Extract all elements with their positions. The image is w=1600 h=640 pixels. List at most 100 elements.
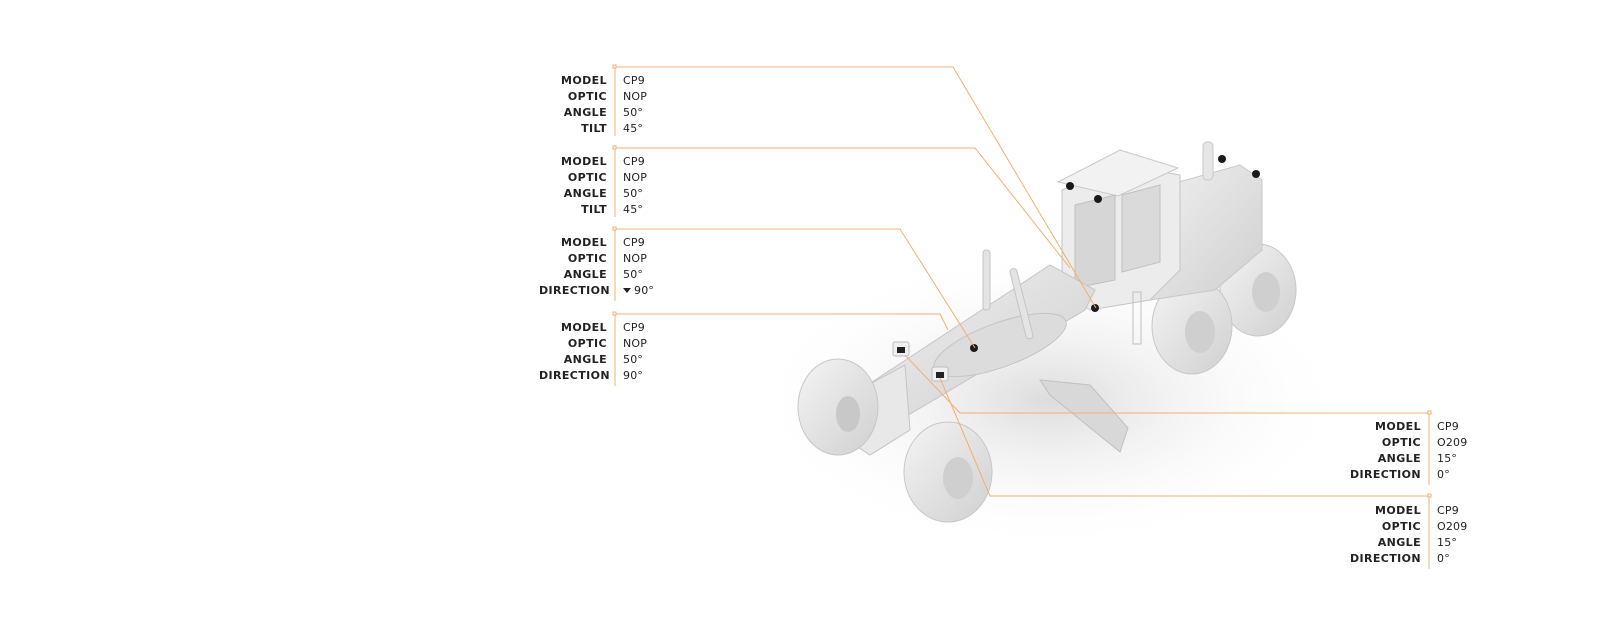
spec-row: OPTIC NOP [539, 170, 647, 186]
spec-row: MODEL CP9 [1345, 503, 1467, 519]
spec-label: ANGLE [563, 106, 607, 119]
spec-row: ANGLE 50° [539, 186, 647, 202]
exhaust-stack [1202, 141, 1214, 181]
spec-label: ANGLE [1377, 452, 1421, 465]
spec-value: NOP [623, 252, 648, 265]
front-wheel-right [903, 421, 993, 523]
spec-row: MODEL CP9 [539, 235, 654, 251]
spec-label: MODEL [561, 155, 607, 168]
spec-label: TILT [581, 122, 607, 135]
sensor-cameras [892, 155, 1260, 382]
spec-label: ANGLE [563, 187, 607, 200]
callout-5: MODEL CP9 OPTIC O209 ANGLE 15° DIRECTION 0° [1345, 419, 1467, 483]
spec-value: NOP [623, 337, 648, 350]
sensor-engine-1 [1218, 155, 1226, 163]
spec-value: 45° [623, 122, 644, 135]
leader-line-5 [904, 354, 1429, 414]
spec-label: TILT [581, 203, 607, 216]
spec-value: NOP [623, 171, 648, 184]
spec-value: 90° [623, 369, 644, 382]
spec-label: OPTIC [567, 90, 607, 103]
spec-value: 0° [1437, 552, 1450, 565]
lift-cylinder-left [982, 249, 991, 311]
spec-value: O209 [1437, 436, 1468, 449]
spec-row: TILT 45° [539, 121, 647, 137]
spec-label: MODEL [1375, 504, 1421, 517]
spec-label: OPTIC [567, 337, 607, 350]
spec-row: ANGLE 15° [1345, 451, 1467, 467]
spec-label: OPTIC [1381, 520, 1421, 533]
leader-lines [614, 66, 1430, 569]
spec-row: OPTIC O209 [1345, 519, 1467, 535]
spec-label: DIRECTION [1349, 468, 1421, 481]
spec-value: 50° [623, 268, 644, 281]
spec-value: 50° [623, 187, 644, 200]
spec-label: OPTIC [567, 252, 607, 265]
leader-line-6 [939, 377, 1429, 497]
cab-roof [1056, 149, 1180, 197]
sensor-roof-2 [1094, 195, 1102, 203]
spec-value: 50° [623, 106, 644, 119]
spec-value: 50° [623, 353, 644, 366]
leader-line-3 [615, 228, 976, 349]
spec-value: 45° [623, 203, 644, 216]
spec-row: ANGLE 50° [539, 352, 647, 368]
spec-value: CP9 [623, 74, 645, 87]
spec-row: ANGLE 15° [1345, 535, 1467, 551]
spec-row: MODEL CP9 [1345, 419, 1467, 435]
spec-value: 15° [1437, 536, 1458, 549]
sensor-engine-2 [1252, 170, 1260, 178]
spec-label: ANGLE [563, 268, 607, 281]
spec-row: MODEL CP9 [539, 320, 647, 336]
spec-value: 0° [1437, 468, 1450, 481]
callout-3: MODEL CP9 OPTIC NOP ANGLE 50° DIRECTION 90° [539, 235, 654, 299]
moldboard-blade [1038, 379, 1129, 453]
lift-cylinder-right [1009, 268, 1034, 340]
cab-window [1074, 194, 1116, 289]
callout-4: MODEL CP9 OPTIC NOP ANGLE 50° DIRECTION 90° [539, 320, 647, 384]
spec-label: ANGLE [1377, 536, 1421, 549]
spec-label: DIRECTION [539, 369, 611, 382]
leader-line-2 [615, 147, 1071, 269]
triangle-down-icon [623, 287, 631, 293]
leader-line-4 [615, 313, 949, 331]
spec-value: CP9 [623, 321, 645, 334]
spec-label: DIRECTION [1349, 552, 1421, 565]
spec-row: OPTIC NOP [539, 251, 654, 267]
spec-row: OPTIC O209 [1345, 435, 1467, 451]
leader-line-1 [615, 66, 1097, 309]
spec-label: MODEL [1375, 420, 1421, 433]
front-wheel-left [797, 358, 879, 456]
spec-value: CP9 [623, 236, 645, 249]
rear-wheel-front [1151, 277, 1233, 375]
spec-label: OPTIC [567, 171, 607, 184]
spec-row: ANGLE 50° [539, 267, 654, 283]
spec-value: 15° [1437, 452, 1458, 465]
motor-grader [797, 141, 1297, 523]
spec-row: DIRECTION 90° [539, 368, 647, 384]
sensor-roof-1 [1066, 182, 1074, 190]
anchor-markers [612, 64, 1432, 498]
spec-label: DIRECTION [539, 284, 611, 297]
spec-value: CP9 [1437, 420, 1459, 433]
spec-value: 90° [615, 283, 654, 299]
spec-label: MODEL [561, 236, 607, 249]
spec-label: OPTIC [1381, 436, 1421, 449]
cab-window-side [1121, 184, 1161, 273]
spec-row: OPTIC NOP [539, 336, 647, 352]
spec-row: TILT 45° [539, 202, 647, 218]
sensor-cab-front [1091, 304, 1099, 312]
spec-row: DIRECTION 0° [1345, 467, 1467, 483]
spec-value: CP9 [1437, 504, 1459, 517]
spec-label: ANGLE [563, 353, 607, 366]
spec-row: ANGLE 50° [539, 105, 647, 121]
spec-value-text: 90° [634, 284, 655, 297]
spec-value: CP9 [623, 155, 645, 168]
spec-value: O209 [1437, 520, 1468, 533]
sensor-frame [970, 344, 978, 352]
spec-label: MODEL [561, 321, 607, 334]
